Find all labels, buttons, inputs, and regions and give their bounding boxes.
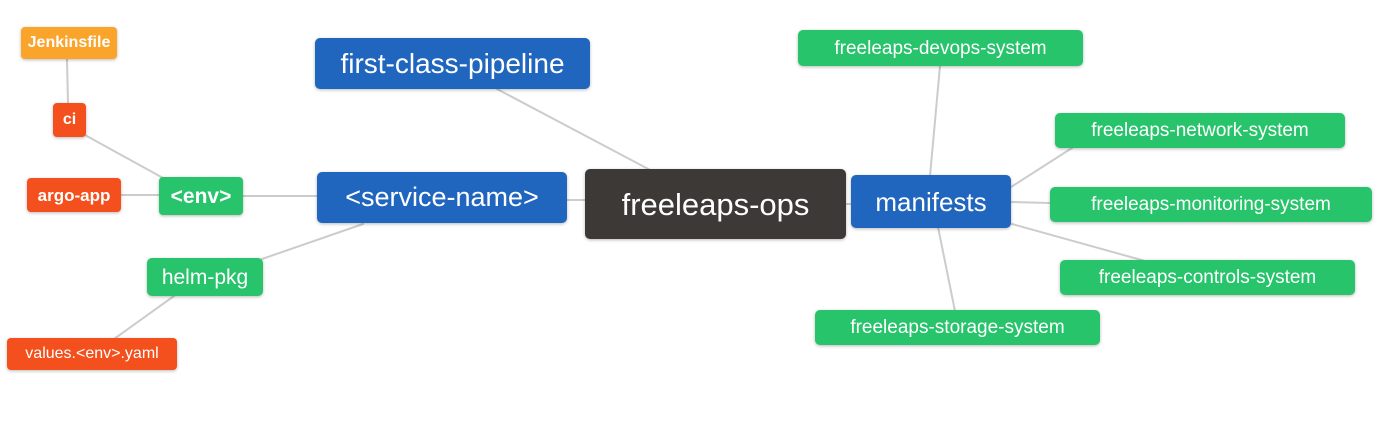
node-freeleaps-ops[interactable]: freeleaps-ops (585, 169, 846, 239)
node-manifests[interactable]: manifests (851, 175, 1011, 228)
edge-manifests-controls (1011, 223, 1146, 262)
edge-pipeline-freeleapsops (496, 88, 655, 173)
node-env[interactable]: <env> (159, 177, 243, 215)
node-values-env-yaml[interactable]: values.<env>.yaml (7, 338, 177, 370)
node-freeleaps-monitoring-system[interactable]: freeleaps-monitoring-system (1050, 187, 1372, 222)
edge-manifests-monitoring (1010, 201, 1052, 204)
edge-values-helmpkg (113, 295, 175, 340)
node-argo-app[interactable]: argo-app (27, 178, 121, 212)
node-freeleaps-storage-system[interactable]: freeleaps-storage-system (815, 310, 1100, 345)
edge-helmpkg-servicename (261, 223, 364, 260)
node-freeleaps-controls-system[interactable]: freeleaps-controls-system (1060, 260, 1355, 295)
edge-manifests-network (1010, 147, 1073, 188)
node-freeleaps-devops-system[interactable]: freeleaps-devops-system (798, 30, 1083, 66)
node-ci[interactable]: ci (53, 103, 86, 137)
edge-jenkinsfile-ci (66, 58, 69, 105)
node-service-name[interactable]: <service-name> (317, 172, 567, 223)
edge-ci-env (84, 134, 164, 179)
edge-devops-manifests (929, 65, 941, 177)
node-helm-pkg[interactable]: helm-pkg (147, 258, 263, 296)
node-jenkinsfile[interactable]: Jenkinsfile (21, 27, 117, 59)
node-first-class-pipeline[interactable]: first-class-pipeline (315, 38, 590, 89)
edge-manifests-storage (937, 226, 956, 312)
node-freeleaps-network-system[interactable]: freeleaps-network-system (1055, 113, 1345, 148)
